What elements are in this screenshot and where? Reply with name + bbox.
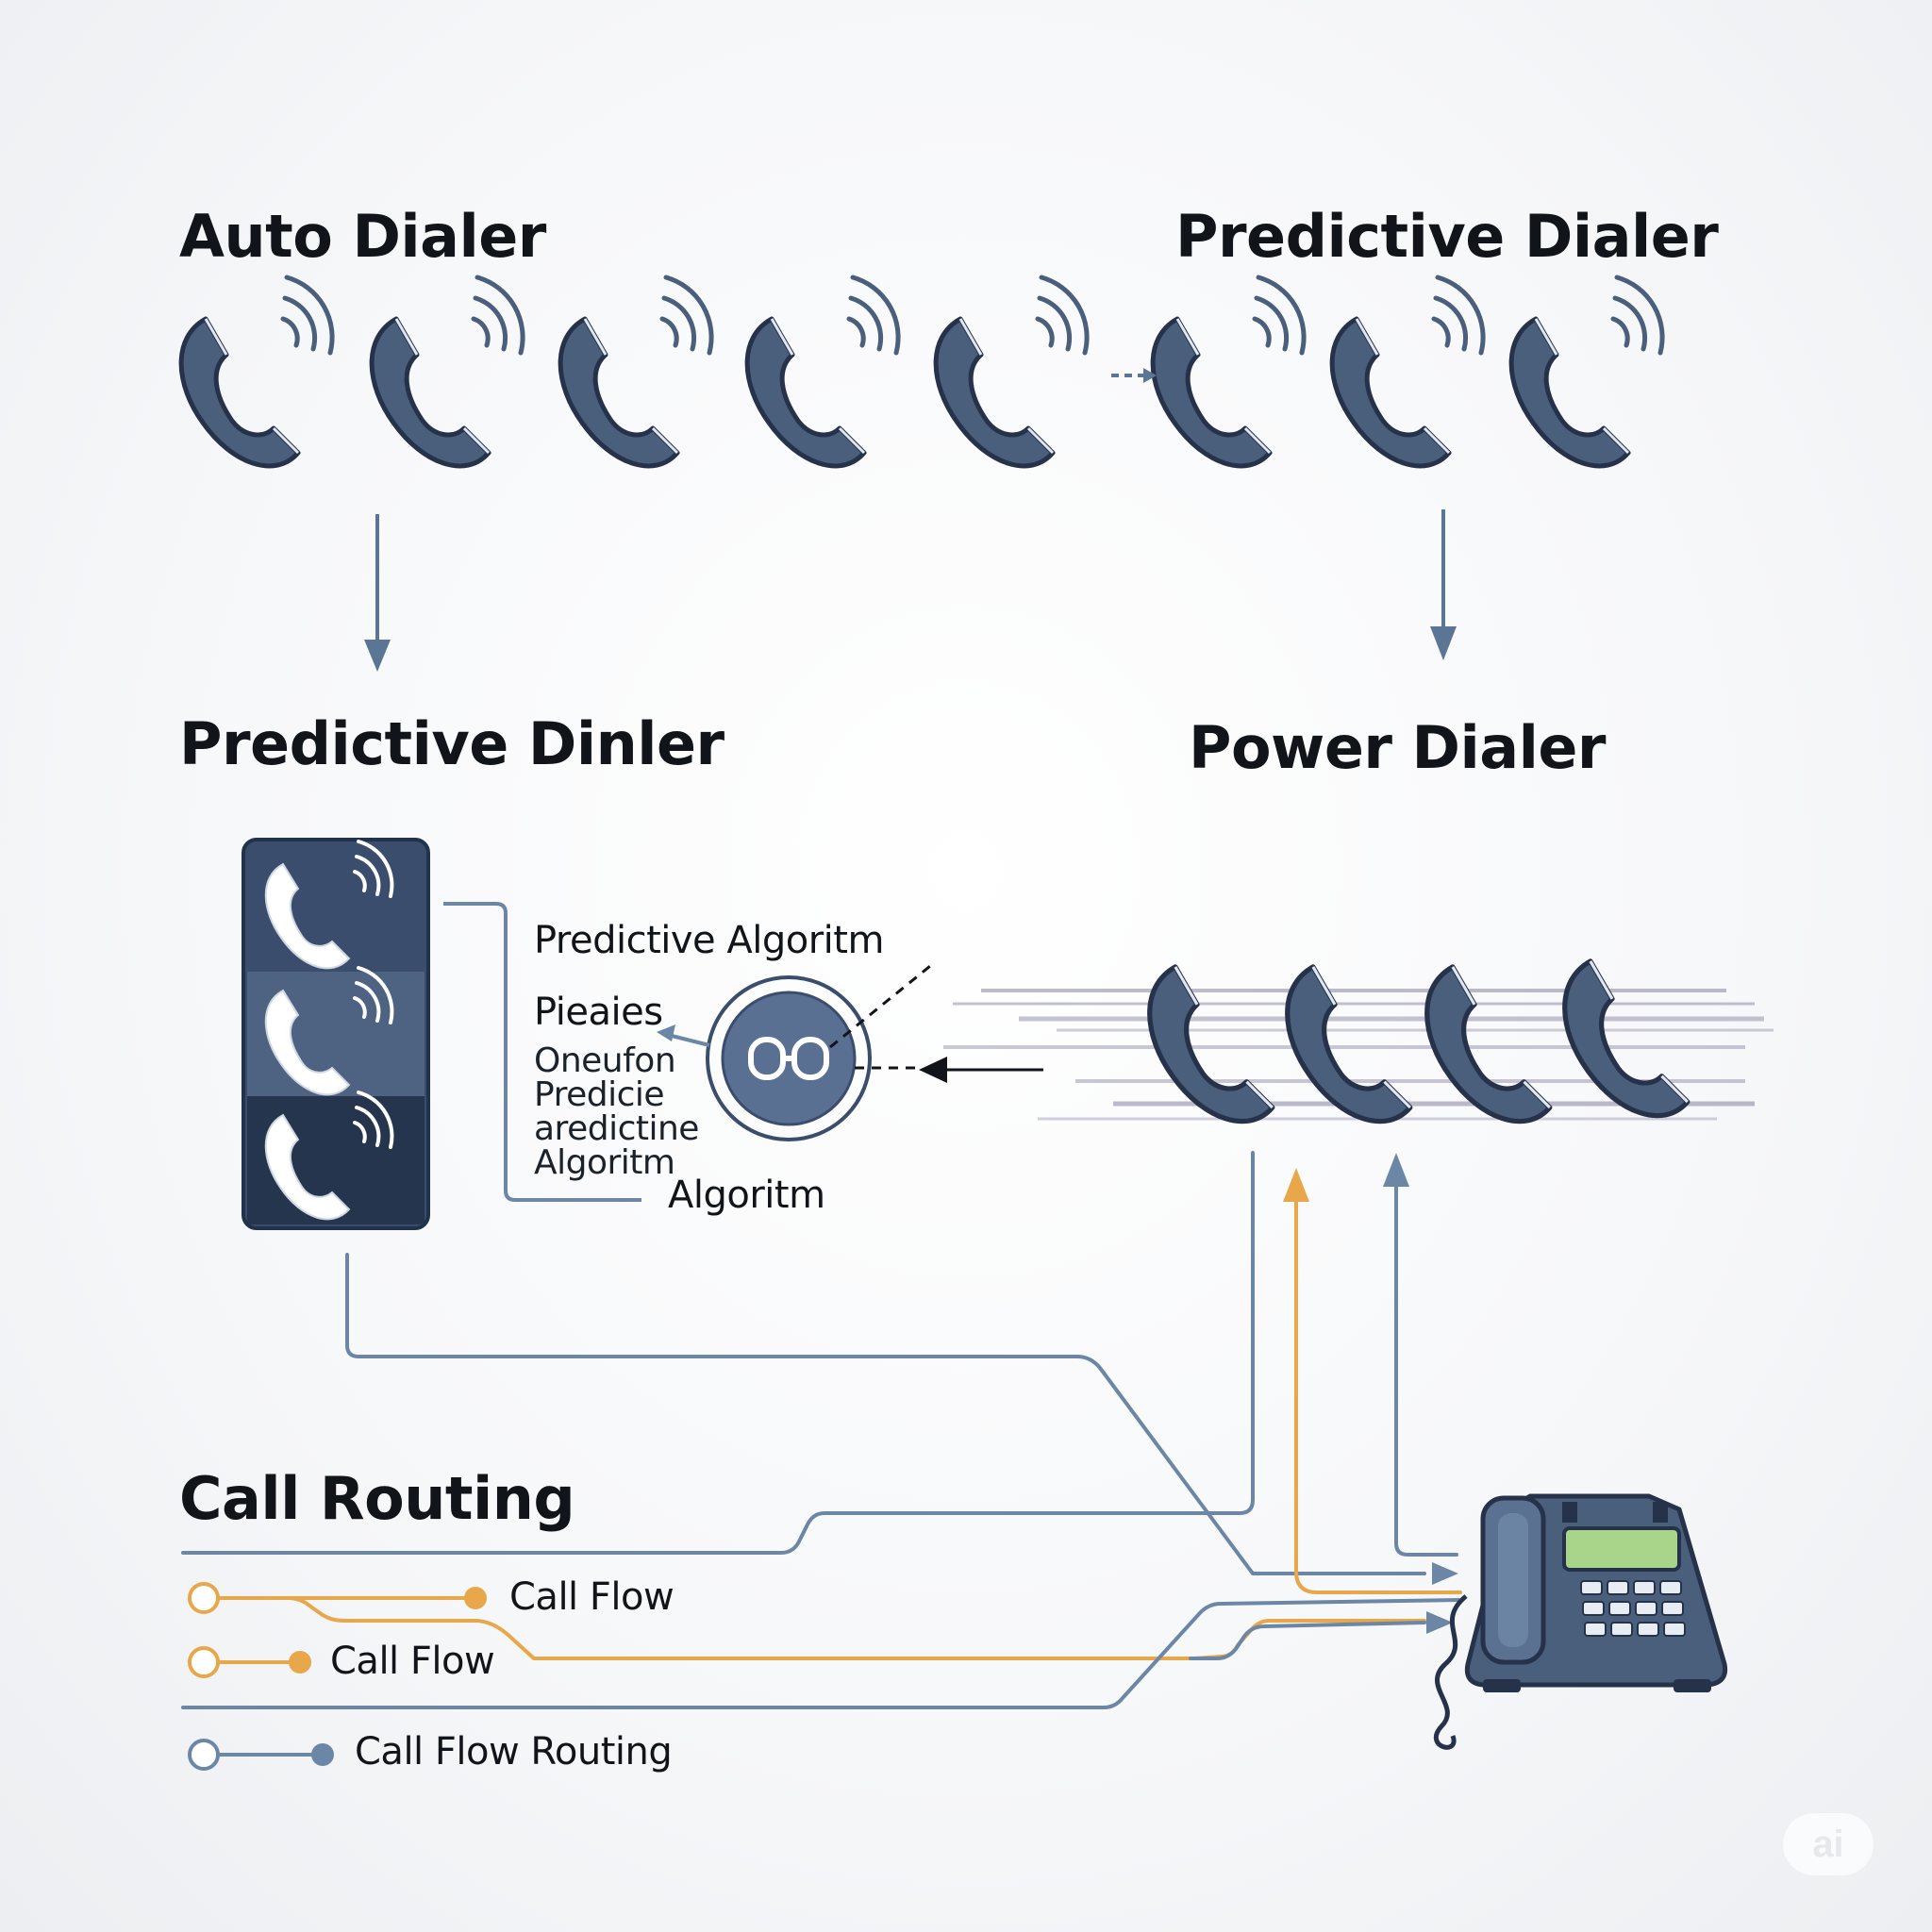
phone-icon: [747, 277, 898, 466]
row-connector-arrow: [1111, 368, 1157, 383]
predictive-dinler-title: Predictive Dinler: [179, 709, 724, 778]
legend-call-flow-2: Call Flow: [330, 1640, 495, 1683]
phone-icon: [560, 277, 711, 466]
infinity-icon: [748, 1037, 829, 1080]
predictive-phone-panel: [242, 838, 430, 1230]
watermark-badge: ai: [1783, 1813, 1874, 1875]
up-arrow-blue: [1383, 1153, 1409, 1187]
phone-icon: [372, 277, 523, 466]
oneufon-label: Oneufon: [534, 1041, 676, 1080]
aredictine-label: aredictine: [534, 1109, 699, 1148]
down-arrow-left: [364, 514, 391, 672]
predictive-dialer-title: Predictive Dialer: [1175, 202, 1719, 271]
right-arrow-phone: [1432, 1562, 1458, 1585]
phone-icon: [1511, 277, 1662, 466]
power-handset-row: [1150, 961, 1688, 1122]
phone-icon: [181, 277, 332, 466]
legend-markers: [188, 1582, 487, 1771]
algorithm-hub: [706, 975, 872, 1141]
auto-dialer-title: Auto Dialer: [179, 202, 546, 271]
legend-call-flow-1: Call Flow: [509, 1575, 675, 1619]
power-dialer-title: Power Dialer: [1189, 713, 1606, 782]
algoritm-small-label: Algoritm: [534, 1143, 675, 1182]
desk-phone-icon: [1433, 1493, 1728, 1750]
predicie-label: Predicie: [534, 1075, 665, 1114]
phone-icon: [1565, 961, 1688, 1116]
flow-lines: [181, 1151, 1462, 1709]
up-arrow-orange: [1283, 1168, 1309, 1202]
phone-icon: [1332, 277, 1483, 466]
algoritm-label: Algoritm: [668, 1174, 825, 1217]
keypad: [1580, 1580, 1686, 1637]
predictive-algoritm-label: Predictive Algoritm: [534, 919, 884, 962]
pieaies-label: Pieaies: [534, 991, 663, 1034]
panel-bracket: [443, 902, 641, 1202]
hub-arrow-left: [657, 1024, 710, 1047]
hub-input-arrow: [855, 1057, 1043, 1083]
down-arrow-right: [1430, 509, 1457, 660]
hub-dashed-diagonal: [829, 964, 931, 1049]
phone-icon: [936, 277, 1087, 466]
right-arrow-phone: [1426, 1611, 1453, 1634]
phone-icon: [1153, 277, 1304, 466]
top-handset-row: [181, 277, 1662, 466]
legend-call-flow-routing: Call Flow Routing: [355, 1730, 673, 1774]
call-routing-title: Call Routing: [179, 1464, 575, 1533]
